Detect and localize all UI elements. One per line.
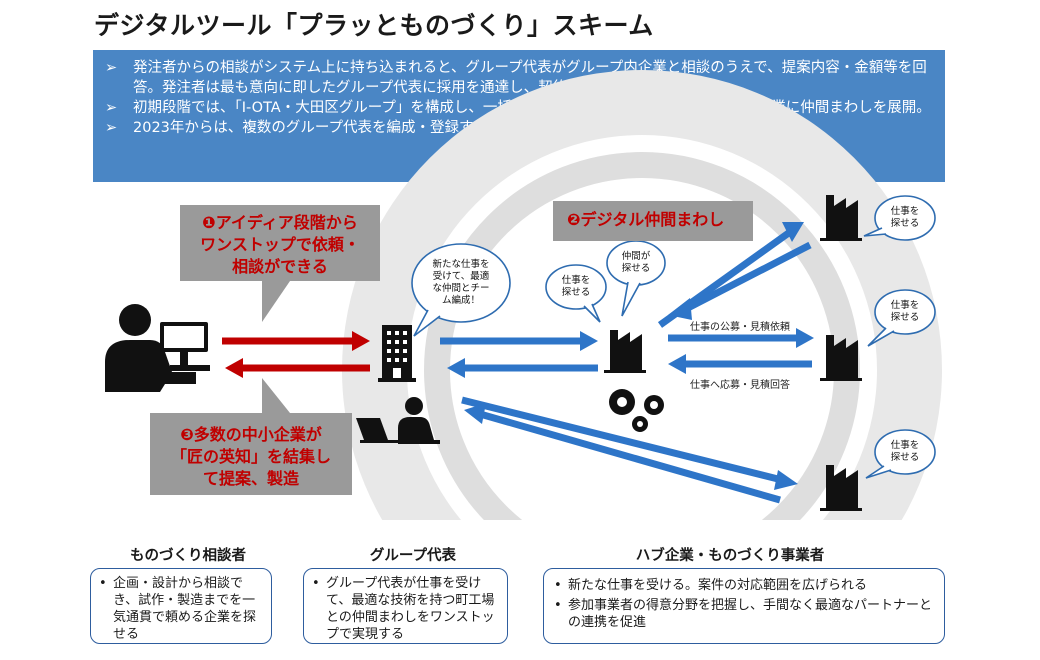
bubble-find-work-text: 仕事を 探せる	[550, 275, 602, 299]
factory-icon	[820, 195, 862, 241]
bubble-line: 仕事を	[890, 440, 920, 451]
bubble-line: 探せる	[890, 312, 920, 323]
bubble-line: 探せる	[890, 452, 920, 463]
blue-arrow-from-hub	[447, 358, 598, 378]
blue-arrow-from-factory-top	[668, 241, 812, 320]
bubble-line: 仕事を	[890, 206, 920, 217]
bubble-line: 仕事を	[890, 300, 920, 311]
section-box-hub: • 新たな仕事を受ける。案件の対応範囲を広げられる • 参加事業者の得意分野を把…	[543, 568, 945, 644]
bullet-arrow-icon: ➢	[105, 100, 118, 116]
page-title: デジタルツール「プラッとものづくり」スキーム	[94, 11, 654, 40]
speech-bubble-find-work-hub	[545, 264, 607, 323]
list-item: • 参加事業者の得意分野を把握し、手間なく最適なパートナーとの連携を促進	[554, 597, 934, 631]
red-arrow-reply	[225, 358, 370, 378]
bubble-line: 仕事を	[561, 275, 591, 286]
label-response: 仕事へ応募・見積回答	[690, 380, 790, 391]
callout-digital-nakama: ❷デジタル仲間まわし	[553, 201, 753, 241]
callout-3-pointer	[262, 378, 290, 413]
section-box-consultant: • 企画・設計から相談でき、試作・製造までを一気通貫で頼める企業を探せる	[90, 568, 272, 644]
bullet-dot-icon: •	[312, 576, 320, 591]
callout-line: ❶アイディア段階から	[202, 213, 358, 232]
list-item: • 新たな仕事を受ける。案件の対応範囲を広げられる	[554, 577, 934, 594]
bubble-line: な仲間とチー	[432, 283, 490, 294]
list-item: • 企画・設計から相談でき、試作・製造までを一気通貫で頼める企業を探せる	[99, 575, 263, 643]
speech-bubble-factory-top	[863, 195, 936, 241]
list-item-text: 参加事業者の得意分野を把握し、手間なく最適なパートナーとの連携を促進	[568, 598, 933, 630]
bubble-line: 新たな仕事を	[432, 259, 490, 270]
list-item-text: 企画・設計から相談でき、試作・製造までを一気通貫で頼める企業を探せる	[113, 576, 257, 642]
blue-arrow-to-hub	[440, 331, 598, 351]
bubble-line: 探せる	[890, 218, 920, 229]
section-title-hub: ハブ企業・ものづくり事業者	[635, 548, 825, 564]
section-title-group-rep: グループ代表	[369, 548, 457, 564]
callout-one-stop: ❶アイディア段階から ワンストップで依頼・ 相談ができる	[180, 205, 380, 281]
summary-bullet: ➢ 発注者からの相談がシステム上に持ち込まれると、グループ代表がグループ内企業と…	[105, 58, 935, 98]
callout-line: ワンストップで依頼・	[200, 235, 360, 254]
callout-line: 相談ができる	[232, 257, 328, 276]
bullet-dot-icon: •	[554, 598, 562, 613]
bubble-hq-text: 新たな仕事を 受けて、最適 な仲間とチー ム編成！	[420, 259, 502, 307]
bullet-dot-icon: •	[99, 576, 107, 591]
summary-text: 発注者からの相談がシステム上に持ち込まれると、グループ代表がグループ内企業と相談…	[133, 60, 927, 96]
callout-1-pointer	[262, 281, 290, 322]
person-at-computer-icon	[105, 304, 210, 392]
label-public-offer: 仕事の公募・見積依頼	[690, 322, 790, 333]
callout-line: ❸多数の中小企業が	[180, 425, 322, 444]
section-title-consultant: ものづくり相談者	[130, 548, 246, 564]
blue-arrow-from-factory-mid	[668, 354, 812, 374]
factory-icon	[604, 330, 646, 373]
callout-line: 「匠の英知」を結集し	[170, 447, 331, 466]
bubble-line: 仲間が	[621, 251, 651, 262]
speech-bubble-find-partner	[606, 240, 666, 317]
speech-bubble-factory-mid	[867, 289, 936, 347]
speech-bubble-factory-low	[865, 429, 936, 479]
bullet-dot-icon: •	[554, 578, 562, 593]
blue-arrow-hub-to-factory-low	[461, 396, 798, 490]
section-box-group-rep: • グループ代表が仕事を受けて、最適な技術を持つ町工場との仲間まわしをワンストッ…	[303, 568, 508, 644]
blue-arrow-to-factory-mid	[668, 328, 814, 348]
building-icon	[378, 325, 416, 382]
blue-arrow-factory-low-to-hub	[464, 403, 781, 504]
bubble-find-work-text: 仕事を 探せる	[879, 440, 931, 464]
bubble-line: 探せる	[561, 287, 591, 298]
list-item-text: グループ代表が仕事を受けて、最適な技術を持つ町工場との仲間まわしをワンストップで…	[326, 576, 495, 642]
list-item: • グループ代表が仕事を受けて、最適な技術を持つ町工場との仲間まわしをワンストッ…	[312, 575, 499, 643]
bubble-find-work-text: 仕事を 探せる	[879, 206, 931, 230]
factory-icon	[820, 465, 862, 511]
red-arrow-request	[222, 331, 370, 351]
bubble-line: 受けて、最適	[432, 271, 490, 282]
bullet-arrow-icon: ➢	[105, 120, 118, 136]
callout-line: て提案、製造	[202, 469, 299, 488]
bubble-find-partner-text: 仲間が 探せる	[610, 251, 662, 275]
bubble-line: ム編成！	[441, 295, 480, 306]
list-item-text: 新たな仕事を受ける。案件の対応範囲を広げられる	[568, 578, 868, 593]
bubble-find-work-text: 仕事を 探せる	[879, 300, 931, 324]
laptop-user-icon	[356, 397, 440, 444]
factory-icon	[820, 335, 862, 381]
bubble-line: 探せる	[621, 263, 651, 274]
callout-takumi: ❸多数の中小企業が 「匠の英知」を結集し て提案、製造	[150, 413, 352, 495]
gears-icon	[609, 389, 664, 432]
bullet-arrow-icon: ➢	[105, 60, 118, 76]
callout-line: ❷デジタル仲間まわし	[567, 210, 725, 229]
speech-bubble-hq	[411, 243, 511, 337]
